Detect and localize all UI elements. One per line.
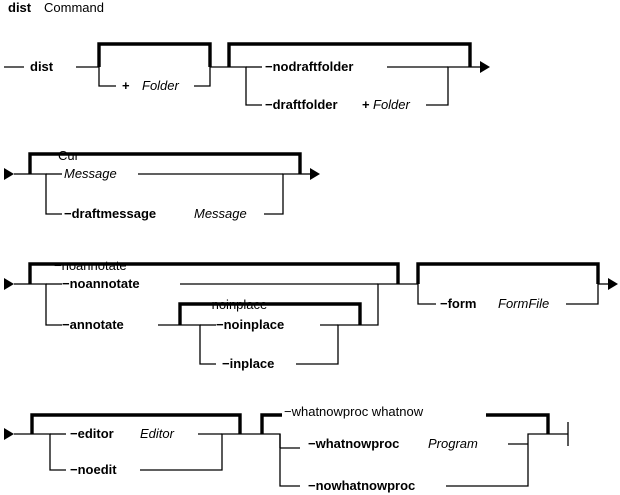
default-noannotate: −noannotate: [54, 258, 127, 273]
option-draftmessage-arg: Message: [194, 206, 247, 221]
title-command-name: dist: [8, 0, 32, 15]
option-nowhatnowproc: −nowhatnowproc: [308, 478, 415, 493]
option-noannotate: −noannotate: [62, 276, 140, 291]
continue-arrow: [310, 168, 320, 180]
option-form: −form: [440, 296, 476, 311]
continue-arrow: [480, 61, 490, 73]
option-inplace: −inplace: [222, 356, 274, 371]
default-whatnowproc: −whatnowproc whatnow: [284, 404, 424, 419]
title-command-word: Command: [44, 0, 104, 15]
option-noinplace: −noinplace: [216, 317, 284, 332]
option-noedit: −noedit: [70, 462, 117, 477]
option-form-arg: FormFile: [498, 296, 549, 311]
plus-folder-arg: Folder: [142, 78, 180, 93]
option-draftmessage: −draftmessage: [64, 206, 156, 221]
row-2: Cur Message −draftmessage Message: [4, 148, 320, 221]
command-dist: dist: [30, 59, 54, 74]
option-editor: −editor: [70, 426, 114, 441]
continuation-arrow: [4, 278, 14, 290]
row-3: −noannotate −noannotate −annotate −noinp…: [4, 258, 618, 371]
option-editor-arg: Editor: [140, 426, 175, 441]
option-whatnowproc-arg: Program: [428, 436, 478, 451]
continue-arrow: [608, 278, 618, 290]
row-4: −editor Editor −noedit −whatnowproc what…: [4, 404, 569, 493]
option-nodraftfolder: −nodraftfolder: [265, 59, 353, 74]
continuation-arrow: [4, 428, 14, 440]
option-annotate: −annotate: [62, 317, 124, 332]
option-draftfolder-plus: +: [362, 97, 370, 112]
default-cur: Cur: [58, 148, 80, 163]
option-draftfolder-arg: Folder: [373, 97, 411, 112]
option-whatnowproc: −whatnowproc: [308, 436, 399, 451]
continuation-arrow: [4, 168, 14, 180]
plus-folder-plus: +: [122, 78, 130, 93]
row-1: dist + Folder −nodraftfolder −draftfolde…: [4, 42, 490, 112]
option-draftfolder: −draftfolder: [265, 97, 338, 112]
default-noinplace: −noinplace: [204, 297, 267, 312]
option-message: Message: [64, 166, 117, 181]
